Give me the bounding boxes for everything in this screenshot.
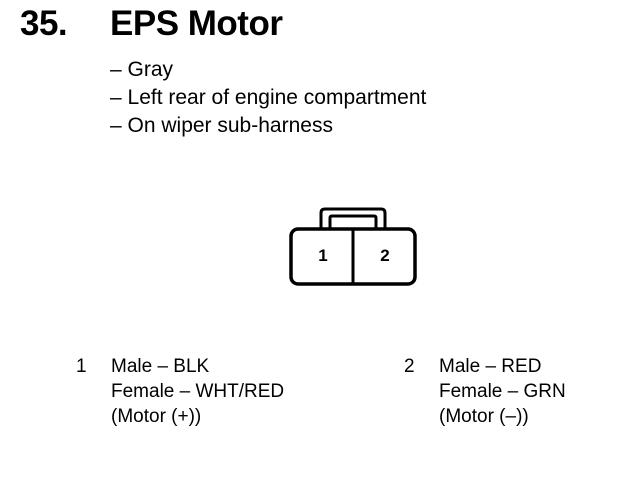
description-location: – Left rear of engine compartment <box>110 86 427 109</box>
section-number: 35. <box>20 4 68 43</box>
pin-1-number: 1 <box>76 356 87 377</box>
pin-2-male-wire: Male – RED <box>439 356 542 377</box>
pin-1-function: (Motor (+)) <box>111 406 202 427</box>
connector-face-view: 1 2 <box>289 207 417 286</box>
pin-2-female-wire: Female – GRN <box>439 381 566 402</box>
pin-2-number: 2 <box>404 356 415 377</box>
description-color: – Gray <box>110 58 174 81</box>
terminal-2-label: 2 <box>380 246 389 265</box>
connector-description: – Gray – Left rear of engine compartment… <box>110 56 426 140</box>
section-title: EPS Motor <box>110 4 283 43</box>
lock-tab-inner <box>328 214 378 229</box>
lock-tab-outer <box>319 207 387 229</box>
description-harness: – On wiper sub-harness <box>110 114 333 137</box>
pin-2-function: (Motor (–)) <box>439 406 529 427</box>
connector-diagram: 1 2 <box>285 205 421 291</box>
terminal-1-label: 1 <box>318 246 327 265</box>
pin-1-male-wire: Male – BLK <box>111 356 210 377</box>
pin-1-female-wire: Female – WHT/RED <box>111 381 285 402</box>
